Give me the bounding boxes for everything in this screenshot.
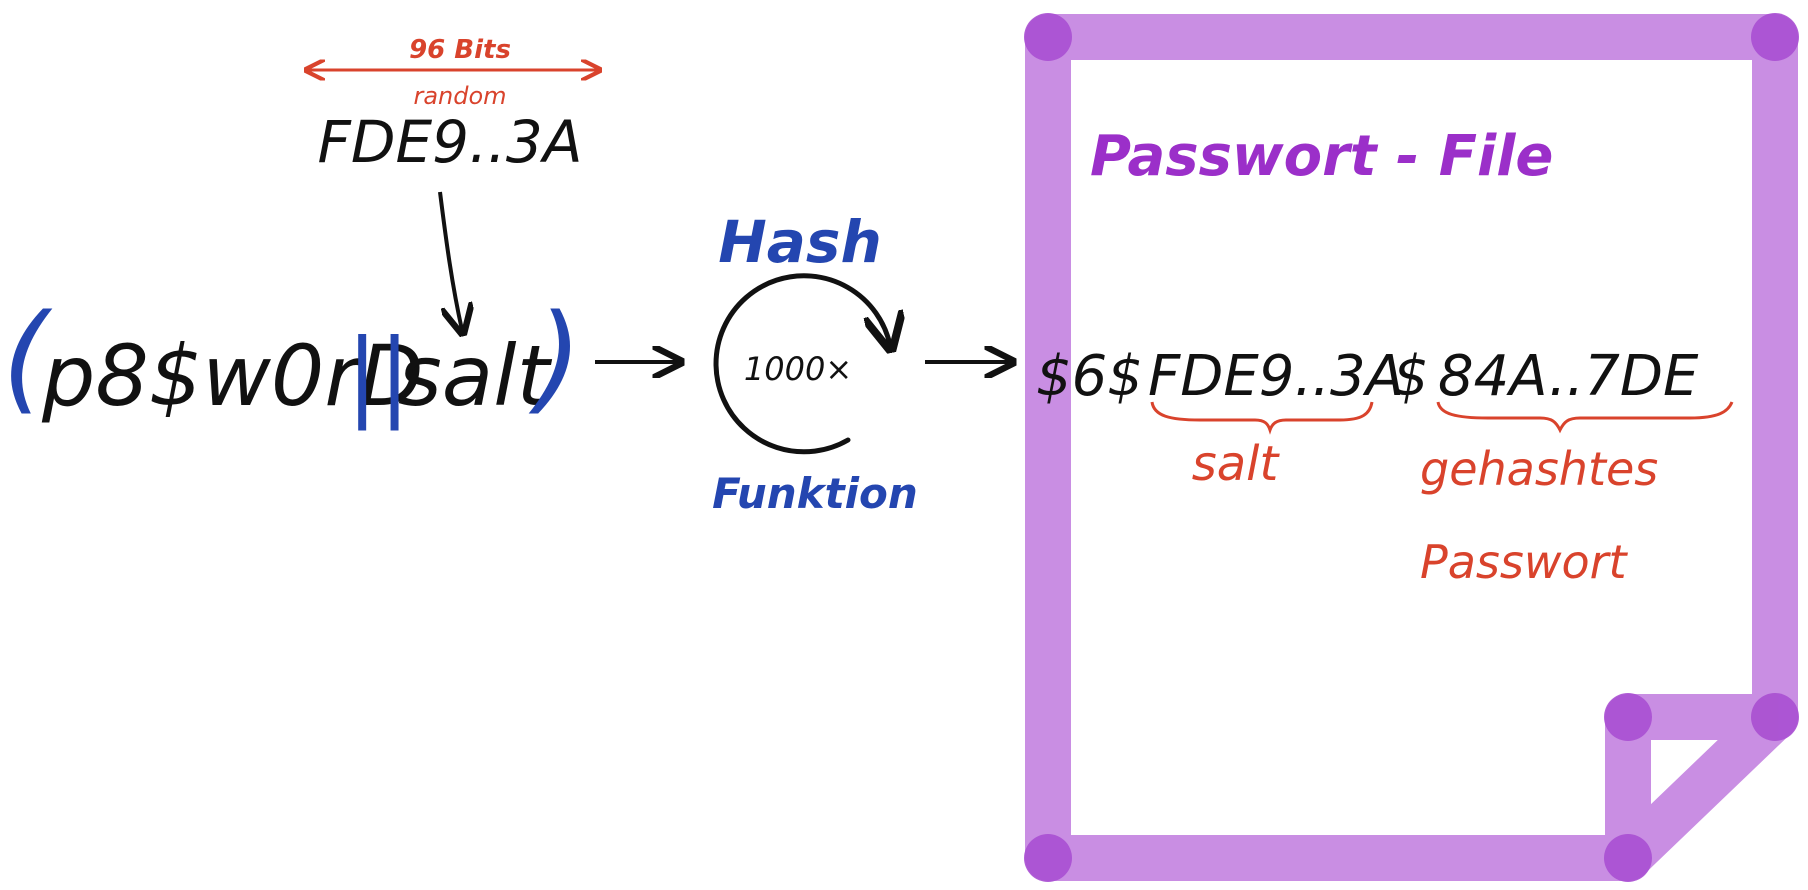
open-paren: ( (2, 288, 53, 426)
file-corner-joint (1751, 693, 1799, 741)
file-corner-joint (1024, 13, 1072, 61)
salt-value: FDE9..3A (317, 108, 582, 176)
hashed-password-annotation-line1: gehashtes (1420, 442, 1658, 496)
password-text: p8$w0rD (41, 327, 424, 425)
hashed-password-annotation-line2: Passwort (1420, 535, 1629, 589)
entry-hash: 84A..7DE (1438, 344, 1699, 409)
file-corner-joint (1751, 13, 1799, 61)
concat-operator: || (346, 319, 411, 432)
file-corner-joint (1024, 834, 1072, 882)
salt-word: salt (398, 327, 553, 425)
file-corner-joint (1604, 834, 1652, 882)
file-corner-joint (1604, 693, 1652, 741)
salt-brace (1150, 401, 1374, 435)
bits-label: 96 Bits (409, 35, 511, 65)
entry-separator: $ (1393, 344, 1429, 409)
close-paren: ) (528, 288, 582, 426)
random-label: random (413, 82, 506, 110)
hash-brace (1436, 401, 1734, 434)
iteration-count: 1000× (744, 350, 852, 388)
password-file-title: Passwort - File (1090, 124, 1553, 189)
salt-annotation: salt (1192, 436, 1281, 492)
entry-salt: FDE9..3A (1148, 344, 1404, 409)
hash-label: Hash (718, 208, 882, 276)
entry-prefix: $6$ (1036, 344, 1143, 409)
salt-to-input-arrow (438, 191, 462, 330)
password-file-icon (1024, 13, 1799, 882)
funktion-label: Funktion (712, 469, 918, 518)
iteration-loop-icon (713, 273, 890, 455)
file-outline (1025, 14, 1798, 881)
